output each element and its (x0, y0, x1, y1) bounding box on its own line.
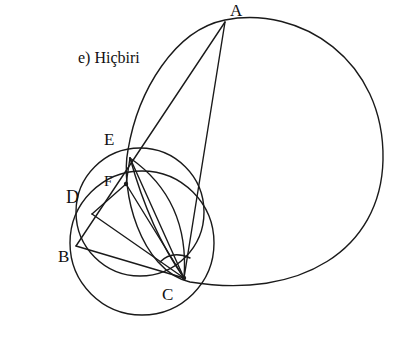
point-label: A (230, 2, 242, 19)
point (124, 182, 128, 186)
point-label: B (58, 248, 69, 265)
option-text: e) Hiçbiri (78, 50, 140, 66)
point-label: D (66, 188, 79, 206)
line-ab (76, 22, 225, 246)
middle-circle (76, 148, 204, 276)
point-label: E (104, 131, 114, 148)
arc-ec-outer (130, 158, 185, 278)
big-circle (126, 18, 383, 286)
point-label: F (104, 174, 112, 189)
line-ef (126, 158, 130, 184)
lower-circle (70, 171, 214, 315)
line-ac (184, 22, 225, 278)
arc-ec (130, 158, 184, 278)
line-ec (130, 158, 184, 278)
point-label: C (162, 286, 173, 303)
arc-near-c (160, 255, 190, 262)
point (182, 276, 186, 280)
